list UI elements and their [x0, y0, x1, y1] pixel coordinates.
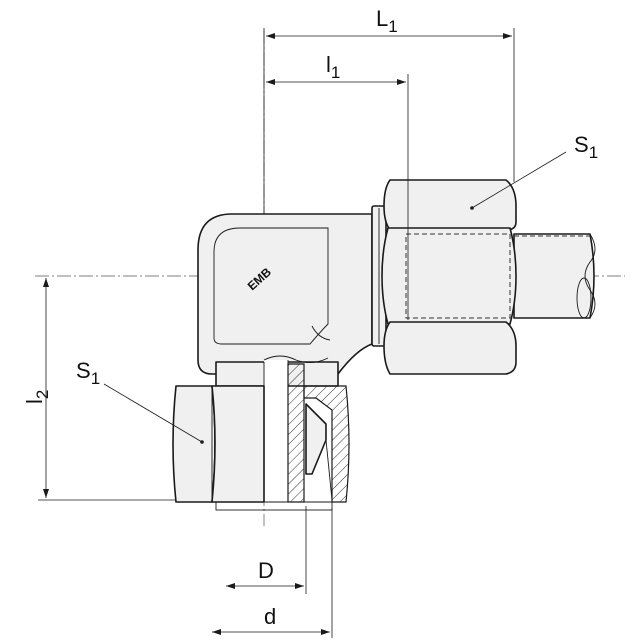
elbow-fillet: [311, 325, 331, 341]
l1-label: l1: [326, 52, 340, 82]
dimension-d: d: [212, 508, 333, 638]
right-nut-hidden-bore: [405, 233, 511, 319]
elbow-body: EMB: [197, 213, 373, 375]
left-hex-nut: [172, 385, 265, 503]
right-nut-middle: [381, 227, 517, 325]
bottom-stem: [215, 355, 339, 503]
leader-S1-right: S1: [470, 132, 598, 210]
L1-label: L1: [376, 6, 398, 36]
S1-left-label: S1: [76, 358, 100, 388]
tube-body: [513, 233, 595, 319]
S1-left-leader: [103, 383, 203, 443]
dimension-D: D: [226, 506, 307, 594]
d-label: d: [264, 604, 276, 629]
S1-left-dot: [200, 440, 204, 444]
S1-right-label: S1: [574, 132, 598, 162]
stem-bottom-face: [215, 501, 333, 511]
tube-end-ellipse: [576, 277, 592, 319]
left-nut-front-face: [172, 385, 216, 503]
tube-break-line: [584, 233, 596, 319]
S1-right-dot: [470, 206, 474, 210]
cutting-ring: [305, 403, 327, 475]
right-collar: [371, 205, 387, 347]
nut-section: [176, 385, 350, 511]
right-nut-upper: [383, 179, 517, 231]
left-nut-middle-face: [211, 385, 265, 503]
dimension-l2: l2: [22, 278, 176, 501]
l2-label: l2: [22, 390, 52, 404]
nut-section-inner: [325, 439, 333, 501]
section-break: [263, 355, 329, 363]
tube: [513, 233, 596, 319]
right-hex-nut: [381, 179, 517, 375]
right-nut-lower: [383, 321, 517, 375]
elbow-outline: [197, 213, 373, 375]
stem-bore-white: [264, 360, 288, 502]
D-label: D: [258, 558, 274, 583]
leader-S1-left: S1: [76, 358, 204, 444]
S1-right-leader: [471, 151, 567, 209]
nut-section-body: [303, 385, 350, 503]
dimension-L1: L1: [263, 6, 515, 214]
stem-wall-section: [287, 363, 305, 503]
elbow-inner-bore: [213, 227, 329, 345]
dimension-l1: l1: [266, 52, 409, 320]
